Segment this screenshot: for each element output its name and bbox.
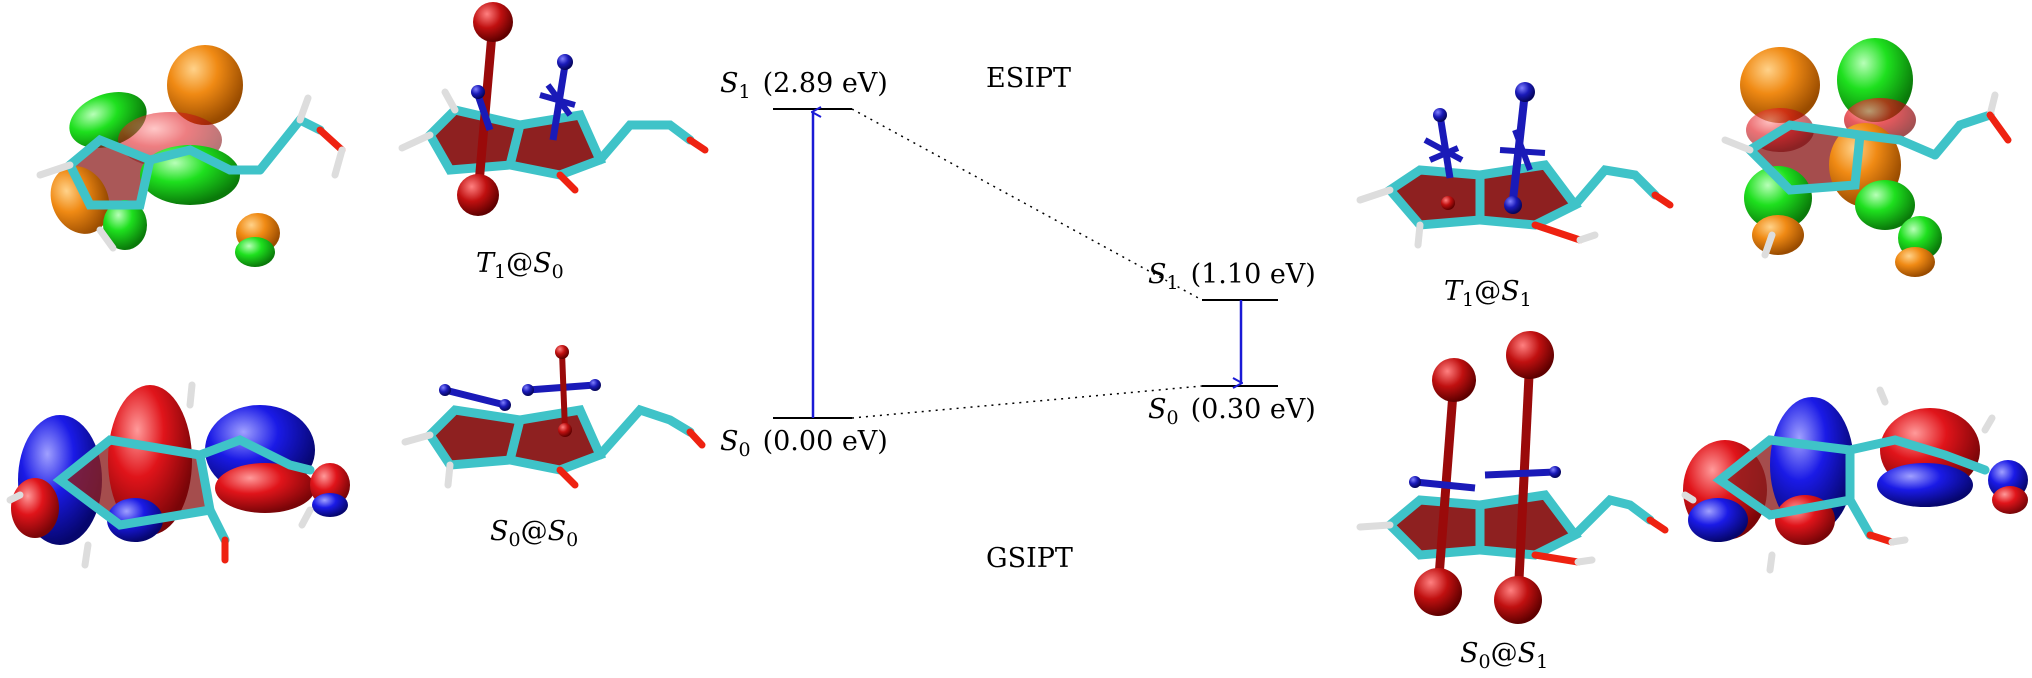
molecule-s0-at-s1 — [1356, 331, 1669, 624]
left-s1-label: S1(2.89 eV) — [720, 68, 888, 103]
caption-t1-at-s0: T1@S0 — [476, 248, 564, 283]
orbital-bottom-left — [6, 381, 350, 569]
right-s0-label: S0(0.30 eV) — [1148, 394, 1316, 429]
left-s0-label: S0(0.00 eV) — [720, 426, 888, 461]
energy-levels: S1(2.89 eV) S0(0.00 eV) S1(1.10 eV) S0(0… — [720, 63, 1316, 574]
molecule-t1-at-s0 — [398, 2, 709, 216]
molecule-t1-at-s1 — [1356, 82, 1674, 249]
connector-s0-dotted — [851, 385, 1203, 419]
esipt-label: ESIPT — [986, 63, 1071, 94]
caption-s0-at-s0: S0@S0 — [490, 516, 578, 551]
caption-t1-at-s1: T1@S1 — [1444, 276, 1532, 311]
molecule-s0-at-s0 — [401, 345, 706, 489]
orbital-top-left — [36, 45, 346, 267]
gsipt-label: GSIPT — [986, 543, 1073, 574]
caption-s0-at-s1: S0@S1 — [1460, 638, 1548, 673]
right-s1-label: S1(1.10 eV) — [1148, 259, 1316, 294]
orbital-top-right — [1721, 38, 2012, 277]
captions: T1@S0 S0@S0 T1@S1 S0@S1 — [476, 248, 1548, 673]
orbital-bottom-right — [1681, 386, 2028, 574]
